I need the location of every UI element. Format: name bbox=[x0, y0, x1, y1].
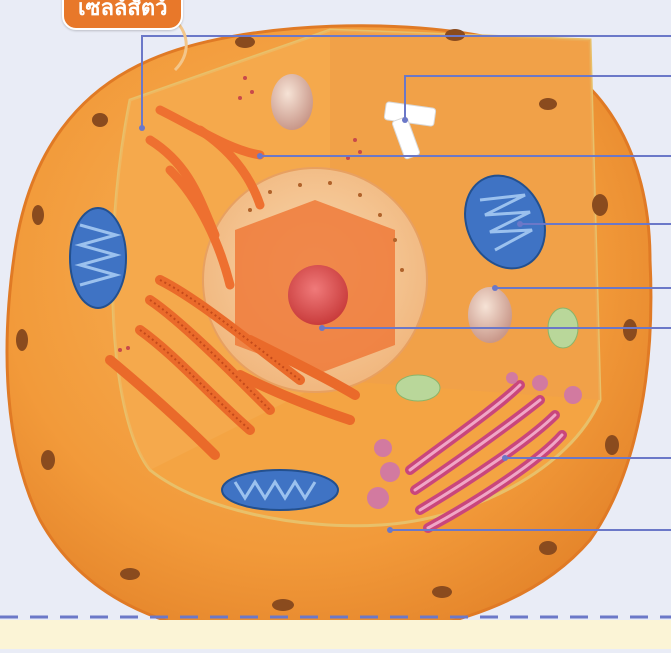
green-vesicle-center bbox=[396, 375, 440, 401]
nucleolus bbox=[288, 265, 348, 325]
vesicle-top bbox=[271, 74, 313, 130]
vesicle-right bbox=[468, 287, 512, 343]
mitochondrion-left bbox=[70, 208, 126, 308]
footer-band bbox=[0, 620, 671, 649]
mitochondrion-bottom bbox=[222, 470, 338, 510]
diagram-title: เซลล์สัตว์ bbox=[62, 0, 183, 30]
